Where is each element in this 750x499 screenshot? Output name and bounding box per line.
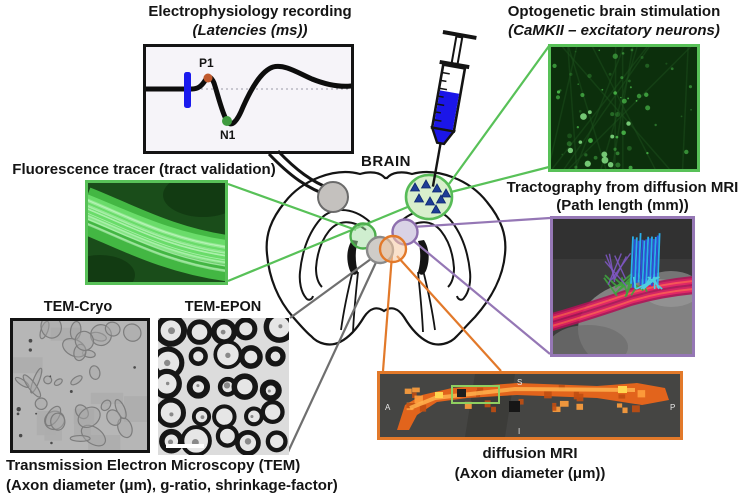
syringe-needle: [431, 143, 442, 187]
midline-structures: [340, 240, 436, 333]
tem-cryo-image: [10, 318, 150, 453]
p1-dot: [203, 73, 213, 83]
tracto-line-top: [411, 216, 551, 229]
orientation-inferior: I: [518, 427, 520, 436]
optogenetics-fluorescence-image: [548, 44, 700, 172]
tractography-mri-image: [550, 216, 695, 357]
dmri-line-left: [381, 254, 394, 372]
syringe-flange: [439, 59, 470, 70]
brain-outline: [265, 171, 507, 346]
electrophysiology-plot: P1 N1: [143, 44, 354, 154]
roi-circle-green: [349, 222, 377, 250]
fluor-line-top: [227, 182, 357, 232]
electrode-pad-icon: [317, 181, 349, 213]
fluorescence-tracer-image: [85, 180, 228, 285]
dmri-caption-line1: diffusion MRI: [482, 445, 578, 462]
fluor-line-bottom: [227, 197, 428, 283]
tem-epon-label: TEM-EPON: [184, 299, 262, 315]
evoked-potential-waveform: [146, 63, 351, 127]
tem-caption-line2: (Axon diameter (μm), g-ratio, shrinkage-…: [6, 477, 338, 494]
syringe-barrel: [430, 63, 467, 133]
p1-label: P1: [199, 56, 214, 70]
stimulus-bar: [184, 72, 191, 108]
fluorescence-title: Fluorescence tracer (tract validation): [12, 161, 276, 178]
tractography-title: Tractography from diffusion MRI: [506, 179, 739, 196]
orientation-anterior: A: [385, 403, 391, 412]
diffusion-mri-image: S A P I: [377, 371, 683, 440]
syringe-graduations: [433, 71, 450, 122]
injection-site: [404, 173, 454, 221]
optogenetics-title: Optogenetic brain stimulation: [507, 3, 721, 20]
dmri-line-right: [396, 255, 502, 372]
opto-line-top: [448, 45, 550, 185]
tractography-subtitle: (Path length (mm)): [556, 197, 689, 214]
orientation-superior: S: [517, 378, 522, 387]
tem-line-top: [289, 255, 376, 319]
syringe-taper: [430, 126, 456, 146]
corpus-callosum-curves: [298, 209, 472, 301]
syringe-icon: [430, 30, 477, 187]
roi-circle-purple: [391, 218, 419, 246]
ep-waveform-art: P1 N1: [146, 56, 351, 142]
excitatory-neuron-triangles: [409, 179, 452, 214]
tem-epon-image: [158, 318, 289, 455]
tracto-line-bottom: [409, 237, 551, 355]
electrophysiology-subtitle: (Latencies (ms)): [192, 22, 308, 39]
tem-caption-line1: Transmission Electron Microscopy (TEM): [6, 457, 301, 474]
n1-dot: [222, 116, 232, 126]
orientation-posterior: P: [670, 403, 675, 412]
dmri-caption-line2: (Axon diameter (μm)): [454, 465, 606, 482]
syringe-plunger-rod: [450, 35, 464, 66]
syringe-plunger-handle: [442, 30, 477, 40]
electrophysiology-title: Electrophysiology recording: [148, 3, 352, 20]
optogenetics-subtitle: (CaMKII – excitatory neurons): [508, 22, 720, 39]
roi-circle-orange: [378, 234, 408, 264]
syringe-liquid: [433, 90, 460, 131]
brain-label: BRAIN: [361, 153, 411, 170]
roi-circle-gray: [365, 235, 395, 265]
tem-cryo-label: TEM-Cryo: [43, 299, 113, 315]
tem-line-bottom: [287, 257, 379, 453]
n1-label: N1: [220, 128, 236, 142]
